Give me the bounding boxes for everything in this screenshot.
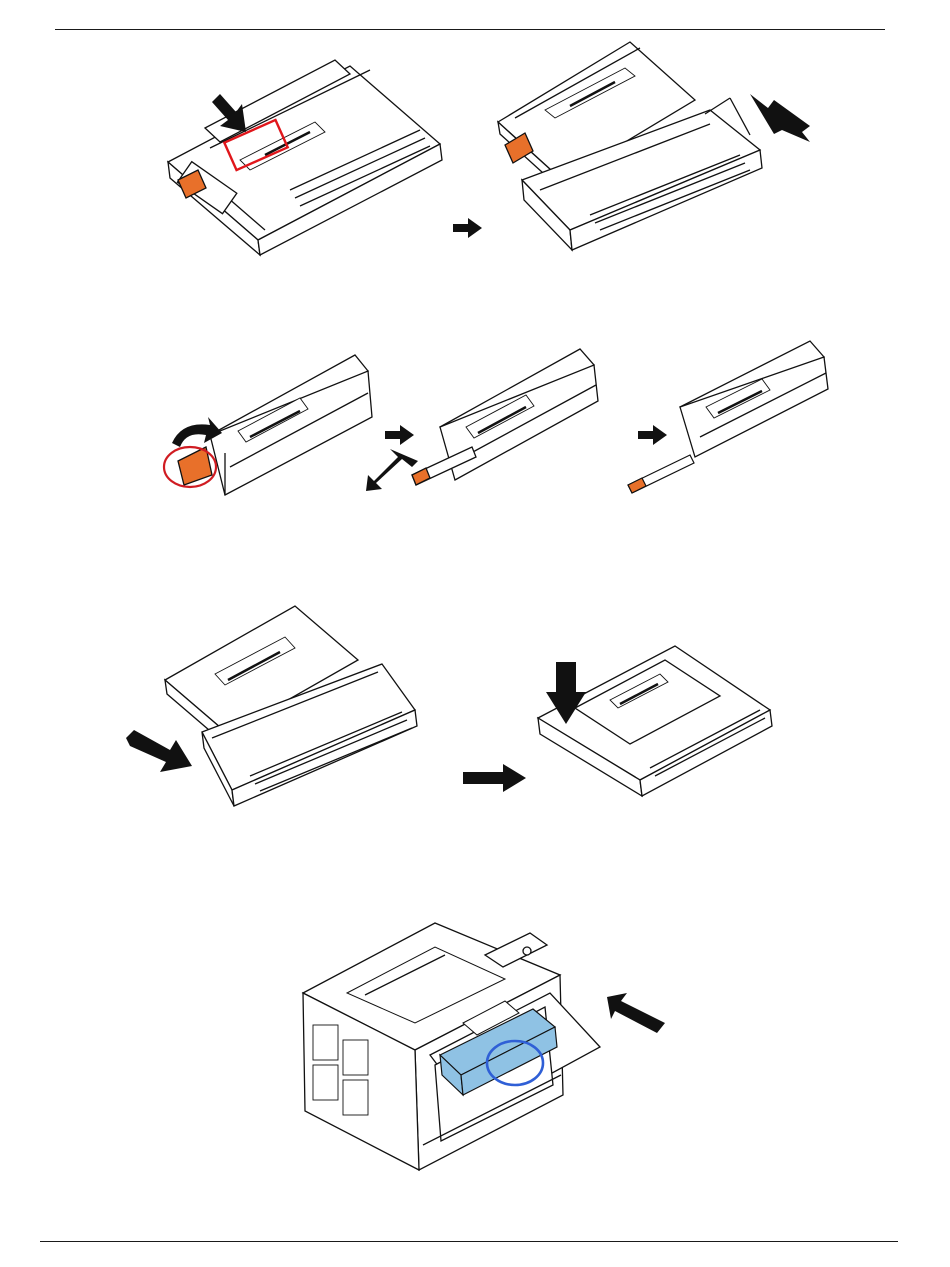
step-2-illustration (150, 335, 870, 515)
bottom-rule (40, 1241, 898, 1242)
step-4-illustration (295, 915, 675, 1175)
insert-arrow-icon (750, 94, 810, 142)
next-step-arrow-icon (463, 764, 526, 792)
insert-arrow-icon (126, 730, 192, 772)
step-3-illustration (120, 600, 790, 815)
next-step-arrow-icon (453, 218, 482, 238)
next-step-arrow-icon (638, 425, 667, 445)
removed-seal-strip (628, 455, 694, 493)
toner-cartridge-pulling-seal (412, 349, 598, 485)
top-rule (55, 29, 885, 30)
drum-unit-with-toner (168, 60, 442, 255)
pull-arrow-icon (366, 449, 418, 491)
step-1-illustration (150, 40, 830, 270)
toner-cartridge-ready (680, 341, 828, 457)
toner-entering-drum (165, 606, 417, 806)
drum-unit-separated (498, 42, 762, 250)
insert-arrow-icon (607, 993, 665, 1033)
next-step-arrow-icon (385, 425, 414, 445)
